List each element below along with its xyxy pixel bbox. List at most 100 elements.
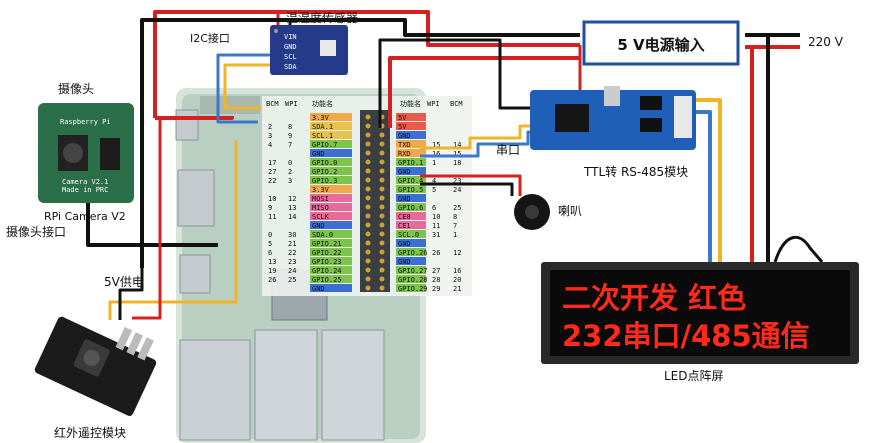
gpio-left-wpi: 9 [288,132,292,140]
header-pin-even [379,267,385,273]
header-pin-even [379,258,385,264]
header-pin-even [379,276,385,282]
wire-yellow-txd [420,124,532,150]
gpio-left-func: SCL.1 [312,132,333,140]
gpio-right-wpi: 6 [432,204,436,212]
wire-black-speaker [420,182,514,196]
header-pin-odd [365,231,371,237]
gpio-left-row: GND [310,149,352,158]
gpio-right-wpi: 1 [432,159,436,167]
gpio-left-func: SCLK [312,213,330,221]
wire-yellow-sda [223,63,278,110]
power-input-box [582,20,740,66]
gpio-right-bcm: 18 [453,159,461,167]
usb-port-2 [321,329,385,441]
header-pin-odd [365,222,371,228]
gpio-right-func: GND [398,168,411,176]
gpio-left-bcm: 26 [268,276,276,284]
header-pin-odd [365,204,371,210]
camera-label: 摄像头 [58,81,94,96]
gpio-right-func-cell [396,239,426,247]
gpio-left-bcm: 3 [268,132,272,140]
header-right-func: 功能名 [400,99,421,108]
sensor-board [270,25,348,75]
ttl-rs485-module [530,86,696,150]
gpio-left-bcm: 4 [268,141,272,149]
header-right-bcm: BCM [450,100,463,108]
wire-yellow-ir [108,140,238,320]
led-power-cable [773,235,824,263]
gpio-right-row: 5V [396,113,426,122]
gpio-right-func-cell [396,212,426,220]
header-pin-odd [365,177,371,183]
gpio-left-bcm: 19 [268,267,276,275]
gpio-left-func-cell [310,122,352,130]
header-pin-odd [365,258,371,264]
gpio-right-wpi: 11 [432,222,440,230]
gpio-left-bcm: 13 [268,258,276,266]
serial-label: 串口 [496,143,520,157]
i2c-label: I2C接口 [190,32,230,45]
gpio-right-bcm: 8 [453,213,457,221]
gpio-right-func: GPIO.28 [398,276,428,284]
sensor-pin-scl: SCL [284,53,297,61]
gpio-right-func: RXD [398,150,411,158]
gpio-left-func-cell [310,149,352,157]
gpio-left-wpi: 23 [288,258,296,266]
led-line-1: 二次开发 红色 [562,281,746,315]
gpio-left-wpi: 7 [288,141,292,149]
camera-brand: Raspberry Pi [60,118,111,126]
gpio-left-bcm: 5 [268,240,272,248]
rs485-chip [555,104,589,132]
ir-remote-module [34,316,157,416]
gpio-right-wpi: 15 [432,141,440,149]
gpio-right-row: GND [396,131,426,140]
gpio-right-func-cell [396,176,426,184]
gpio-left-func-cell [310,131,352,139]
camera-interface-label: 摄像头接口 [6,224,66,239]
gpio-right-bcm: 24 [453,186,461,194]
gpio-left-func: GPIO.21 [312,240,342,248]
camera-made: Made in PRC [62,186,108,194]
gpio-right-wpi: 28 [432,276,440,284]
gpio-left-wpi: 13 [288,204,296,212]
header-pin-even [379,240,385,246]
header-pin-odd [365,168,371,174]
header-pin-odd [365,213,371,219]
ir-pin-1 [115,327,133,351]
gpio-right-func-cell [396,266,426,274]
mains-label: 220 V [808,35,844,49]
gpio-right-func: GND [398,132,411,140]
speaker-center [525,205,539,219]
wire-black-top [140,18,580,268]
wire-black-ir [118,268,144,320]
gpio-left-wpi: 0 [288,159,292,167]
gpio-right-func-cell [396,221,426,229]
gpio-right-func: SCL.0 [398,231,419,239]
gpio-left-bcm: 2 [268,123,272,131]
header-pin-odd [365,276,371,282]
board-marking [200,96,260,114]
gpio-left-wpi: 3 [288,177,292,185]
camera-model: Camera V2.1 [62,178,108,186]
gpio-left-func-cell [310,185,352,193]
gpio-left-func: GND [312,150,325,158]
gpio-left-func-cell [310,248,352,256]
gpio-right-wpi: 5 [432,186,436,194]
ir-pin-3 [137,337,154,361]
gpio-left-wpi: 12 [288,195,296,203]
power-input-label: 5 V电源输入 [617,36,704,54]
header-pin-even [379,285,385,291]
gpio-right-func: GND [398,195,411,203]
